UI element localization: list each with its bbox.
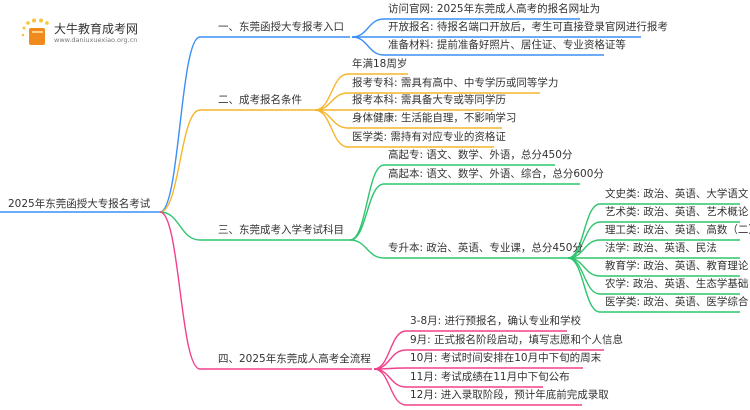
branch-line-1 [159,36,350,213]
leaf-item: 11月: 考试成绩在11月中下旬公布 [410,371,570,383]
root-node: 2025年东莞函授大专报名考试 [8,198,151,210]
branch-label-3: 三、东莞成考入学考试科目 [218,224,344,236]
sub-leaf-item: 教育学: 政治、英语、教育理论 [605,260,749,272]
logo-url: www.daniuxuexiao.org.cn [54,36,138,44]
leaf-item: 身体健康: 生活能自理，不影响学习 [352,112,517,124]
branch-line-3 [159,211,350,241]
sub-leaf-line [567,257,740,313]
logo-title: 大牛教育成考网 [54,22,139,36]
leaf-item: 年满18周岁 [352,58,408,70]
leaf-line [349,183,580,241]
book-logo-icon [21,18,49,45]
sub-leaf-item: 艺术类: 政治、英语、艺术概论 [605,206,749,218]
leaf-item: 开放报名: 待报名端口开放后，考生可直接登录官网进行报考 [388,21,668,33]
sub-leaf-line [567,203,740,259]
logo [20,18,54,52]
leaf-line [349,164,555,241]
leaf-item: 报考专科: 需具有高中、中专学历或同等学力 [352,77,559,89]
leaf-item: 报考本科: 需具备大专或等同学历 [352,94,506,106]
sub-leaf-item: 法学: 政治、英语、民法 [605,242,717,254]
leaf-line [349,239,568,259]
sub-leaf-item: 文史类: 政治、英语、大学语文 [605,188,749,200]
leaf-line [373,367,583,370]
leaf-line [351,36,604,56]
leaf-item: 访问官网: 2025年东莞成人高考的报名网址为 [388,3,601,15]
leaf-item: 高起本: 语文、数学、外语、综合，总分600分 [388,168,604,180]
sub-leaf-item: 医学类: 政治、英语、医学综合 [605,296,749,308]
branch-label-4: 四、2025年东莞成人高考全流程 [218,353,371,365]
leaf-item: 10月: 考试时间安排在10月中下旬的周末 [410,352,602,364]
leaf-item: 3-8月: 进行预报名，确认专业和学校 [410,315,582,327]
sub-leaf-item: 理工类: 政治、英语、高数（二） [605,224,750,236]
leaf-item: 专升本: 政治、英语、专业课，总分450分 [388,242,583,254]
leaf-item: 医学类: 需持有对应专业的资格证 [352,131,506,143]
branch-label-2: 二、成考报名条件 [218,94,302,106]
leaf-line [314,109,494,148]
leaf-item: 准备材料: 提前准备好照片、居住证、专业资格证等 [388,39,626,51]
branch-label-1: 一、东莞函授大专报考入口 [218,21,344,33]
leaf-item: 高起专: 语文、数学、外语，总分450分 [388,149,573,161]
leaf-item: 12月: 进入录取阶段，预计年底前完成录取 [410,389,609,401]
leaf-item: 9月: 正式报名阶段启动，填写志愿和个人信息 [410,334,624,346]
branch-line-4 [159,211,372,370]
branch-line-2 [159,109,315,213]
leaf-line [373,368,582,406]
sub-leaf-item: 农学: 政治、英语、生态学基础 [605,278,749,290]
